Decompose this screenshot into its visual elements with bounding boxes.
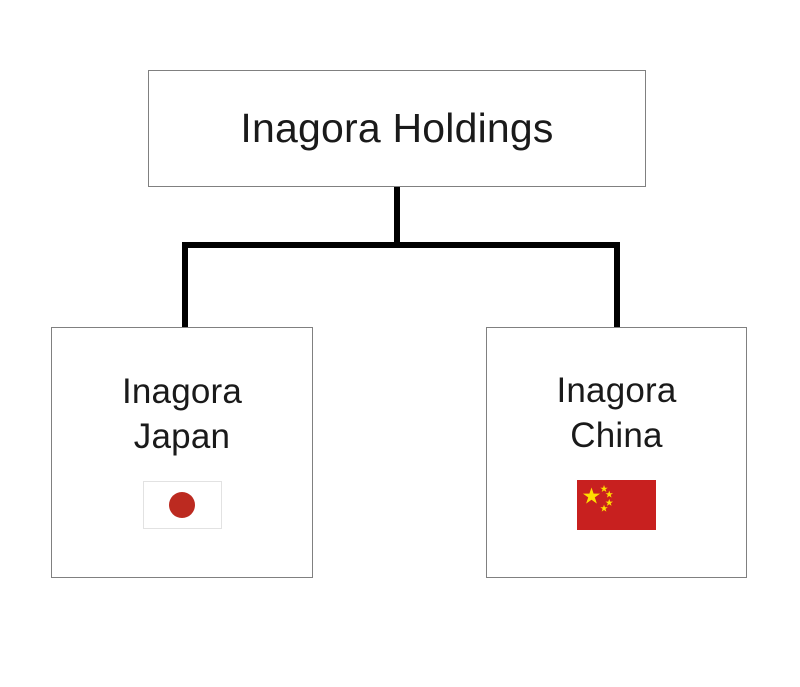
org-node-root-label: Inagora Holdings [240,105,554,152]
org-node-inagora-china[interactable]: Inagora China [486,327,747,578]
connector-right-child-drop [614,242,620,328]
connector-root-stem [394,187,400,248]
connector-horizontal-bus [182,242,620,248]
japan-flag-icon [142,481,222,530]
org-node-inagora-china-label: Inagora China [556,370,677,455]
japan-flag-disc [169,492,195,519]
org-node-inagora-japan[interactable]: Inagora Japan [51,327,313,578]
org-node-root[interactable]: Inagora Holdings [148,70,646,187]
org-node-inagora-japan-label: Inagora Japan [121,371,243,456]
china-flag-icon [577,480,656,531]
connector-left-child-drop [182,242,188,328]
